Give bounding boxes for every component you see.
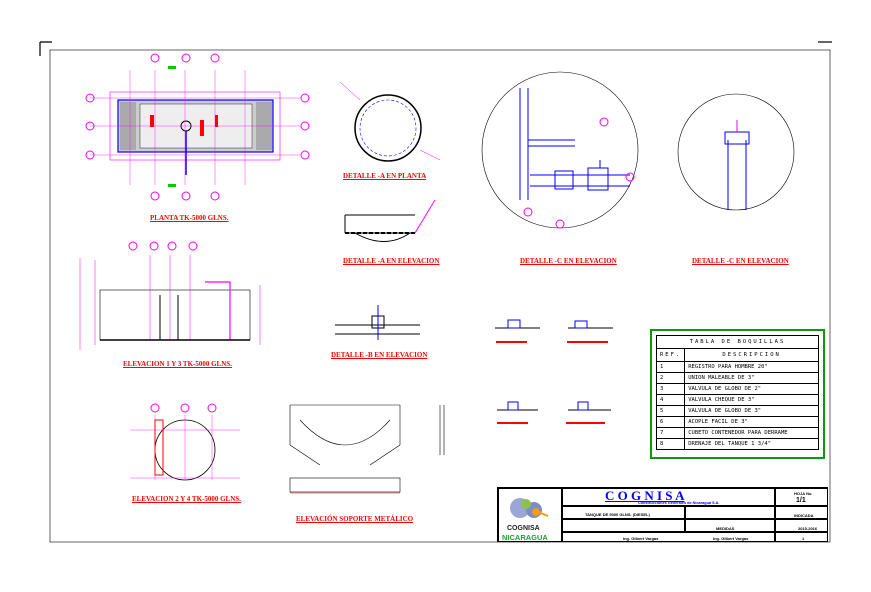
desc: REGISTRO PARA HOMBRE 20" [684,361,819,373]
title-soporte: ELEVACIÓN SOPORTE METÁLICO [296,515,414,523]
ref: 7 [655,427,686,439]
detalle-c-1 [481,71,639,229]
title-detalle-c-1: DETALLE -C EN ELEVACION [520,257,617,265]
elevacion-1-3 [79,241,261,350]
escala-cell: INDICADA [775,506,828,519]
logo-text-2: NICARAGUA [502,533,548,542]
ref: 3 [655,383,686,395]
title-block: COGNISA NICARAGUA C O G N I S A Construc… [497,487,828,542]
company-subtitle: Construcciones Generales de Nicaragua S.… [638,501,720,505]
ref: 1 [655,361,686,373]
col-desc: DESCRIPCION [684,348,819,362]
dibujo-value: 2015-2016 [798,526,818,531]
contenido-cell: TANQUE DE 5000 GLNS. (DIESEL) [562,506,685,519]
ref: 6 [655,416,686,428]
fecha-value: MEDIDAS [716,526,735,531]
logo: COGNISA NICARAGUA [498,488,562,542]
sheet-cell: HOJA No. 1/1 [775,488,828,506]
escala-value: INDICADA [794,513,814,518]
detalle-b-elevacion [335,305,420,340]
company-name: C O G N I S A [605,488,685,503]
ref: 4 [655,394,686,406]
title-detalle-b: DETALLE -B EN ELEVACION [331,351,428,359]
diseno-value: Ing. Gilbert Vargas [623,536,659,541]
revision-value: 1 [802,536,805,541]
detalle-a-elevacion [344,199,436,242]
title-elevacion-1-3: ELEVACION 1 Y 3 TK-5000 GLNS. [123,360,232,368]
ref: 5 [655,405,686,417]
detalles-soldadura [495,319,613,424]
col-ref: REF. [655,348,686,362]
fecha-cell: MEDIDAS [685,519,775,532]
sheet-value: 1/1 [796,497,806,504]
detalle-a-planta [339,81,441,162]
detalle-c-2 [677,93,795,211]
title-planta: PLANTA TK-5000 GLNS. [150,214,229,222]
firmas-cell: Ing. Gilbert Vargas Ing. Gilbert Vargas [562,532,775,542]
sheet-frame [39,41,832,543]
elevacion-2-4 [130,403,240,481]
ref: 2 [655,372,686,384]
sheet-label: HOJA No. [794,491,813,496]
ubicacion-cell [685,506,775,519]
planta-tanque [85,53,310,201]
soporte-metalico [289,404,445,494]
logo-text: COGNISA [507,525,540,532]
desc: ACOPLE FACIL DE 3" [684,416,819,428]
ref: 8 [655,438,686,450]
gears-icon [510,498,549,518]
tabla-title: TABLA DE BOQUILLAS [656,335,819,349]
contenido-value: TANQUE DE 5000 GLNS. (DIESEL) [585,512,650,517]
revision-cell: 1 [775,532,828,542]
dibujo-cell: 2015-2016 [775,519,828,532]
desc: UNION MALEABLE DE 3" [684,372,819,384]
propietario-cell [562,519,685,532]
reviso-value: Ing. Gilbert Vargas [713,536,749,541]
desc: DRENAJE DEL TANQUE 1 3/4" [684,438,819,450]
title-detalle-c-2: DETALLE -C EN ELEVACION [692,257,789,265]
title-elevacion-2-4: ELEVACION 2 Y 4 TK-5000 GLNS. [132,495,241,503]
company-header: C O G N I S A Construcciones Generales d… [562,488,775,506]
desc: VALVULA DE GLOBO DE 3" [684,405,819,417]
desc: CUBETO CONTENEDOR PARA DERRAME [684,427,819,439]
desc: VALVULA CHEQUE DE 3" [684,394,819,406]
title-detalle-a-planta: DETALLE -A EN PLANTA [343,172,427,180]
desc: VALVULA DE GLOBO DE 2" [684,383,819,395]
title-detalle-a-elevacion: DETALLE -A EN ELEVACION [343,257,440,265]
